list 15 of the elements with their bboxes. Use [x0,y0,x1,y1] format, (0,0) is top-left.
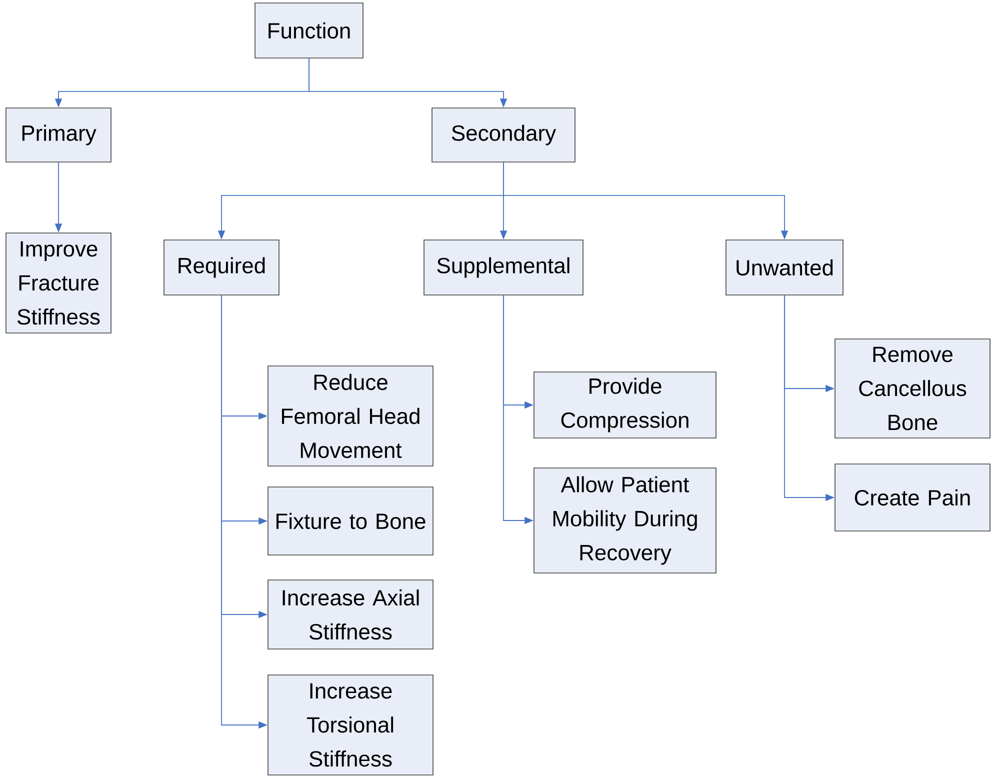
function-box: Unwanted [726,240,844,296]
function-box: Create Pain [834,464,990,532]
function-box: Increase Torsional Stiffness [268,674,434,776]
function-box: Increase Axial Stiffness [268,580,434,650]
function-box: Remove Cancellous Bone [834,338,990,438]
function-box: Primary [6,108,112,162]
function-box: Improve Fracture Stiffness [6,232,112,334]
function-box: Fixture to Bone [268,486,434,556]
function-box: Function [254,2,364,58]
function-box: Provide Compression [534,372,716,438]
function-box: Allow Patient Mobility During Recovery [534,468,716,574]
function-box: Reduce Femoral Head Movement [268,366,434,466]
function-box: Supplemental [424,240,584,296]
function-box: Secondary [432,108,576,162]
function-box: Required [164,240,280,296]
